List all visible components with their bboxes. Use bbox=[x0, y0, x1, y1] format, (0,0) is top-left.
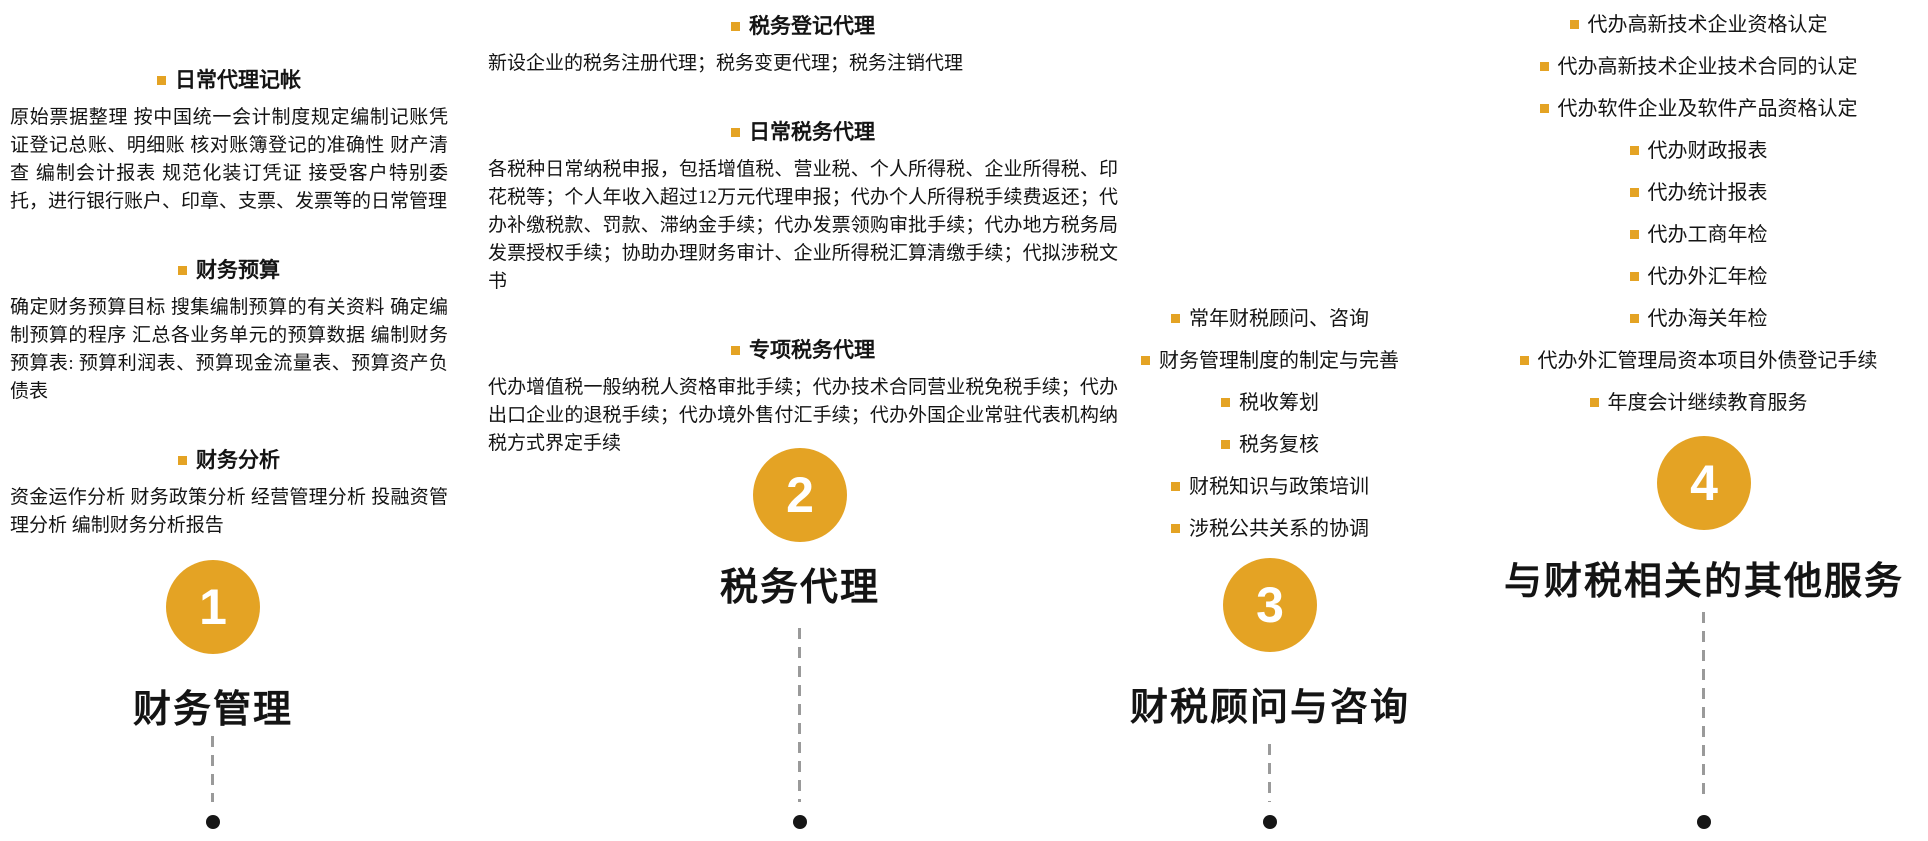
list-item-label: 常年财税顾问、咨询 bbox=[1189, 308, 1369, 330]
list-item-label: 代办统计报表 bbox=[1647, 182, 1768, 204]
list-item: 财务管理制度的制定与完善 bbox=[1080, 348, 1460, 374]
list-item: 税务复核 bbox=[1080, 432, 1460, 458]
bullet-icon bbox=[1221, 440, 1230, 449]
bullet-icon bbox=[1629, 188, 1639, 197]
list-item-label: 代办高新技术企业资格认定 bbox=[1587, 14, 1828, 36]
section-heading: 日常代理记帐 bbox=[175, 68, 301, 92]
section-body: 新设企业的税务注册代理；税务变更代理；税务注销代理 bbox=[488, 53, 964, 74]
section-body: 各税种日常纳税申报，包括增值税、营业税、个人所得税、企业所得税、印花税等；个人年… bbox=[488, 159, 1118, 292]
bullet-icon bbox=[1171, 482, 1180, 491]
bullet-icon bbox=[1629, 314, 1639, 323]
column-3-item-list: 常年财税顾问、咨询 财务管理制度的制定与完善 税收筹划 税务复核 财税知识与政策… bbox=[1080, 306, 1460, 558]
list-item: 年度会计继续教育服务 bbox=[1469, 390, 1928, 416]
list-item-label: 税收筹划 bbox=[1239, 392, 1319, 414]
bullet-icon bbox=[1171, 524, 1180, 533]
service-section: 专项税务代理 代办增值税一般纳税人资格审批手续；代办技术合同营业税免税手续；代办… bbox=[488, 334, 1118, 458]
section-body: 资金运作分析 财务政策分析 经营管理分析 投融资管理分析 编制财务分析报告 bbox=[10, 487, 448, 536]
column-4-item-list: 代办高新技术企业资格认定 代办高新技术企业技术合同的认定 代办软件企业及软件产品… bbox=[1469, 12, 1928, 432]
list-item-label: 涉税公共关系的协调 bbox=[1189, 518, 1369, 540]
connector-end-dot bbox=[206, 815, 220, 829]
bullet-icon bbox=[1629, 230, 1639, 239]
list-item: 代办高新技术企业资格认定 bbox=[1469, 12, 1928, 38]
section-heading-row: 财务预算 bbox=[10, 254, 448, 284]
bullet-icon bbox=[1629, 146, 1639, 155]
service-section: 财务分析 资金运作分析 财务政策分析 经营管理分析 投融资管理分析 编制财务分析… bbox=[10, 444, 448, 540]
section-heading-row: 税务登记代理 bbox=[488, 10, 1118, 40]
column-1-sections: 日常代理记帐 原始票据整理 按中国统一会计制度规定编制记账凭证登记总账、明细账 … bbox=[10, 64, 448, 578]
section-heading: 日常税务代理 bbox=[749, 120, 875, 144]
connector-dashed-line bbox=[798, 628, 801, 802]
section-heading-row: 日常税务代理 bbox=[488, 116, 1118, 146]
bullet-icon bbox=[1171, 314, 1180, 323]
section-body: 确定财务预算目标 搜集编制预算的有关资料 确定编制预算的程序 汇总各业务单元的预… bbox=[10, 297, 448, 402]
service-section: 财务预算 确定财务预算目标 搜集编制预算的有关资料 确定编制预算的程序 汇总各业… bbox=[10, 254, 448, 406]
list-item: 代办工商年检 bbox=[1469, 222, 1928, 248]
list-item-label: 代办外汇年检 bbox=[1647, 266, 1768, 288]
bullet-icon bbox=[731, 346, 740, 355]
section-heading: 财务预算 bbox=[196, 258, 280, 282]
section-heading-row: 专项税务代理 bbox=[488, 334, 1118, 364]
section-heading-row: 日常代理记帐 bbox=[10, 64, 448, 94]
connector-dashed-line bbox=[211, 736, 214, 802]
bullet-icon bbox=[1589, 398, 1599, 407]
connector-end-dot bbox=[1263, 815, 1277, 829]
bullet-icon bbox=[1221, 398, 1230, 407]
column-1-title: 财务管理 bbox=[132, 689, 293, 731]
column-3-title: 财税顾问与咨询 bbox=[1129, 687, 1410, 729]
bullet-icon bbox=[1629, 272, 1639, 281]
bullet-icon bbox=[1569, 20, 1579, 29]
connector-end-dot bbox=[1697, 815, 1711, 829]
service-section: 日常税务代理 各税种日常纳税申报，包括增值税、营业税、个人所得税、企业所得税、印… bbox=[488, 116, 1118, 296]
list-item: 财税知识与政策培训 bbox=[1080, 474, 1460, 500]
service-section: 税务登记代理 新设企业的税务注册代理；税务变更代理；税务注销代理 bbox=[488, 10, 1118, 78]
service-section: 日常代理记帐 原始票据整理 按中国统一会计制度规定编制记账凭证登记总账、明细账 … bbox=[10, 64, 448, 216]
column-2-sections: 税务登记代理 新设企业的税务注册代理；税务变更代理；税务注销代理 日常税务代理 … bbox=[488, 10, 1118, 496]
bullet-icon bbox=[178, 266, 187, 275]
step-4-badge: 4 bbox=[1657, 436, 1751, 530]
list-item-label: 年度会计继续教育服务 bbox=[1607, 392, 1808, 414]
bullet-icon bbox=[157, 76, 166, 85]
list-item-label: 代办高新技术企业技术合同的认定 bbox=[1557, 56, 1858, 78]
list-item: 代办外汇管理局资本项目外债登记手续 bbox=[1469, 348, 1928, 374]
list-item: 代办海关年检 bbox=[1469, 306, 1928, 332]
section-body: 代办增值税一般纳税人资格审批手续；代办技术合同营业税免税手续；代办出口企业的退税… bbox=[488, 377, 1118, 454]
list-item: 代办高新技术企业技术合同的认定 bbox=[1469, 54, 1928, 80]
bullet-icon bbox=[731, 22, 740, 31]
bullet-icon bbox=[1141, 356, 1150, 365]
step-3-badge: 3 bbox=[1223, 558, 1317, 652]
list-item: 代办软件企业及软件产品资格认定 bbox=[1469, 96, 1928, 122]
connector-dashed-line bbox=[1268, 744, 1271, 802]
bullet-icon bbox=[1539, 62, 1549, 71]
list-item: 税收筹划 bbox=[1080, 390, 1460, 416]
column-2-title: 税务代理 bbox=[719, 567, 880, 609]
step-1-badge: 1 bbox=[166, 560, 260, 654]
list-item: 常年财税顾问、咨询 bbox=[1080, 306, 1460, 332]
list-item-label: 代办财政报表 bbox=[1647, 140, 1768, 162]
bullet-icon bbox=[1519, 356, 1529, 365]
column-4-title: 与财税相关的其他服务 bbox=[1503, 561, 1904, 603]
bullet-icon bbox=[178, 456, 187, 465]
connector-end-dot bbox=[793, 815, 807, 829]
list-item-label: 税务复核 bbox=[1239, 434, 1319, 456]
section-heading: 专项税务代理 bbox=[749, 338, 875, 362]
section-heading: 财务分析 bbox=[196, 448, 280, 472]
list-item-label: 代办外汇管理局资本项目外债登记手续 bbox=[1537, 350, 1878, 372]
list-item: 代办财政报表 bbox=[1469, 138, 1928, 164]
list-item: 代办统计报表 bbox=[1469, 180, 1928, 206]
section-body: 原始票据整理 按中国统一会计制度规定编制记账凭证登记总账、明细账 核对账簿登记的… bbox=[10, 107, 448, 212]
section-heading: 税务登记代理 bbox=[749, 14, 875, 38]
section-heading-row: 财务分析 bbox=[10, 444, 448, 474]
bullet-icon bbox=[731, 128, 740, 137]
list-item: 代办外汇年检 bbox=[1469, 264, 1928, 290]
list-item-label: 代办软件企业及软件产品资格认定 bbox=[1557, 98, 1858, 120]
bullet-icon bbox=[1539, 104, 1549, 113]
list-item: 涉税公共关系的协调 bbox=[1080, 516, 1460, 542]
connector-dashed-line bbox=[1702, 612, 1705, 802]
list-item-label: 财务管理制度的制定与完善 bbox=[1159, 350, 1399, 372]
step-2-badge: 2 bbox=[753, 448, 847, 542]
list-item-label: 代办海关年检 bbox=[1647, 308, 1768, 330]
list-item-label: 财税知识与政策培训 bbox=[1189, 476, 1369, 498]
list-item-label: 代办工商年检 bbox=[1647, 224, 1768, 246]
